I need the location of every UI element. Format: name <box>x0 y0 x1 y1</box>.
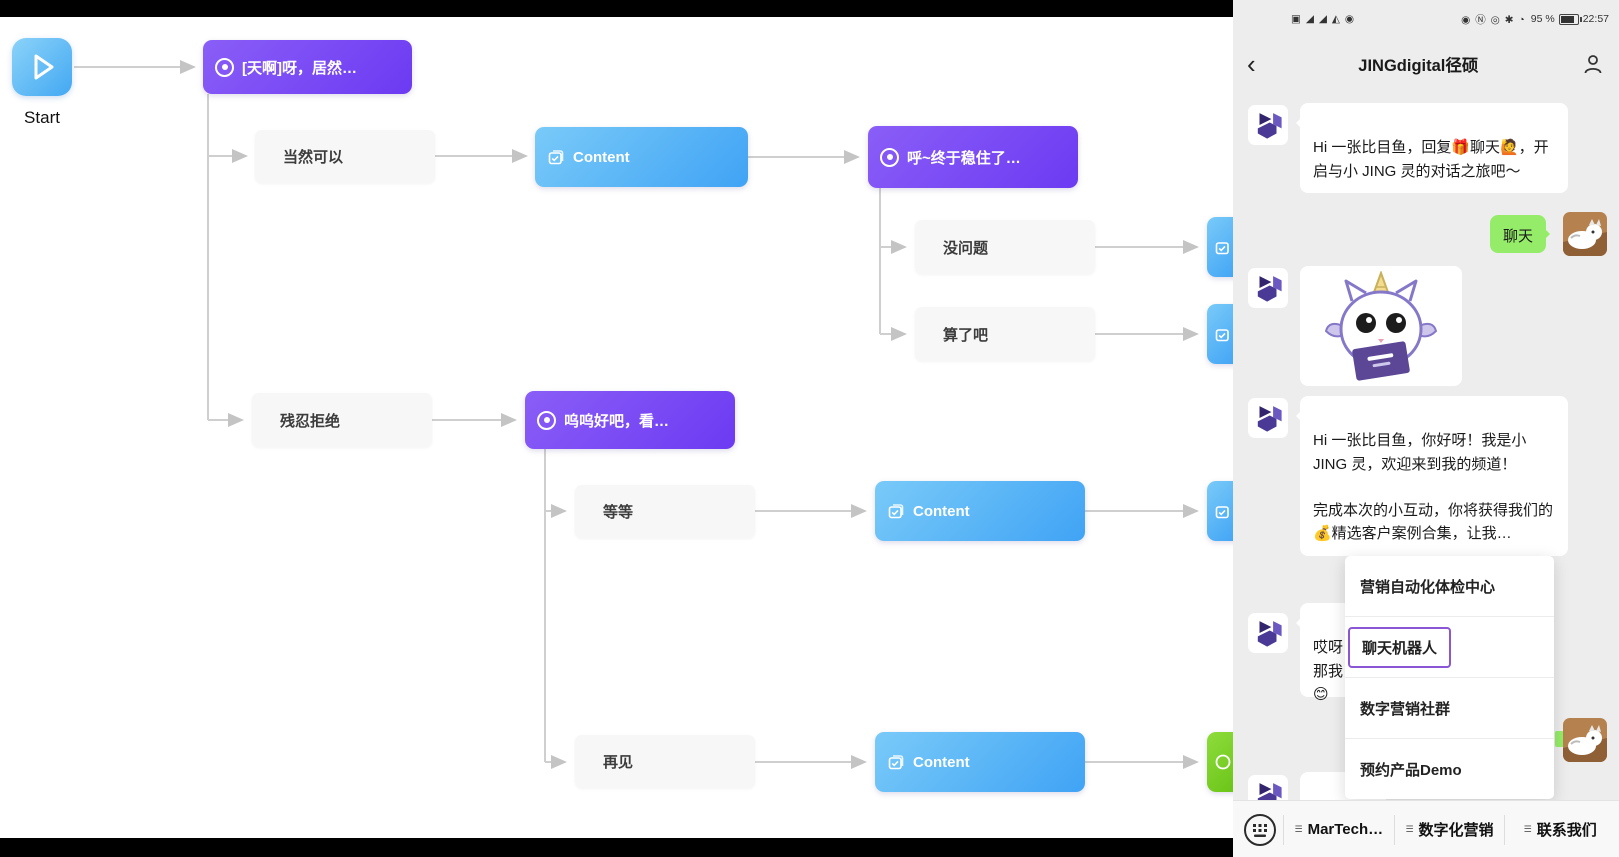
branch-bye-label: 再见 <box>603 754 634 771</box>
toolbar-menu-label: 数字化营销 <box>1418 822 1494 839</box>
start-node[interactable] <box>12 38 72 96</box>
branch-reject[interactable]: 残忍拒绝 <box>252 393 432 447</box>
message-node-3[interactable]: 呜呜好吧，看… <box>525 391 735 449</box>
toolbar-menu-label: MarTech… <box>1307 821 1384 838</box>
message-node-1-label: [天啊]呀，居然… <box>242 59 357 77</box>
jingdigital-logo-icon <box>1257 621 1282 647</box>
popup-item-chatbot-selected[interactable]: 聊天机器人 <box>1345 617 1554 678</box>
bot-message-3-text: 哎呀 那我 😊 <box>1313 639 1344 703</box>
branch-forget[interactable]: 算了吧 <box>915 307 1095 361</box>
chat-bottom-toolbar: ☰ MarTech… ☰ 数字化营销 ☰ 联系我们 <box>1233 800 1619 857</box>
user-message-2-bubble-edge <box>1555 731 1564 747</box>
content-node-1[interactable]: Content <box>535 127 748 187</box>
branch-noproblem[interactable]: 没问题 <box>915 220 1095 274</box>
wechat-preview-panel: ▣ ◢ ◢ ◭ ◉ ◉ Ⓝ ◎ ✱ ◔ 95 % 22:57 ‹ JINGdig… <box>1233 0 1619 857</box>
jingdigital-logo-icon <box>1257 113 1282 139</box>
content-node-4[interactable]: Content <box>875 732 1085 792</box>
bot-avatar[interactable] <box>1248 613 1288 653</box>
flow-canvas[interactable]: Start [天啊]呀，居然… 当然可以 Content 呼~终于稳住了… 没问… <box>0 0 1240 857</box>
status-bar: ▣ ◢ ◢ ◭ ◉ ◉ Ⓝ ◎ ✱ ◔ 95 % 22:57 <box>1233 0 1619 38</box>
branch-reject-label: 残忍拒绝 <box>280 412 341 430</box>
bot-message-2-text: Hi 一张比目鱼，你好呀！我是小 JING 灵，欢迎来到我的频道！ 完成本次的小… <box>1313 432 1554 543</box>
unicorn-mascot-icon <box>1324 271 1438 381</box>
popup-item-label: 营销自动化体检中心 <box>1360 578 1496 596</box>
user-message-1-text: 聊天 <box>1503 228 1534 245</box>
popup-item-digital-marketing-community[interactable]: 数字营销社群 <box>1345 678 1554 739</box>
start-node-label: Start <box>24 108 60 127</box>
bot-message-1-text: Hi 一张比目鱼，回复🎁聊天🙋，开启与小 JING 灵的对话之旅吧～ <box>1313 139 1549 180</box>
status-time: 22:57 <box>1582 13 1609 25</box>
contact-profile-button[interactable] <box>1567 52 1619 76</box>
battery-icon <box>1558 13 1582 25</box>
back-button[interactable]: ‹ <box>1247 49 1256 79</box>
menu-lines-icon: ☰ <box>1294 824 1303 834</box>
bot-message-2[interactable]: Hi 一张比目鱼，你好呀！我是小 JING 灵，欢迎来到我的频道！ 完成本次的小… <box>1296 396 1568 556</box>
bot-avatar[interactable] <box>1248 268 1288 308</box>
branch-bye[interactable]: 再见 <box>575 735 755 788</box>
popup-item-label: 数字营销社群 <box>1360 700 1451 718</box>
popup-item-marketing-automation[interactable]: 营销自动化体检中心 <box>1345 556 1554 617</box>
branch-forget-label: 算了吧 <box>943 326 989 344</box>
menu-lines-icon: ☰ <box>1405 824 1414 834</box>
toolbar-menu-label: 联系我们 <box>1536 822 1597 839</box>
quick-reply-popup-menu: 营销自动化体检中心 聊天机器人 数字营销社群 预约产品Demo <box>1345 556 1554 799</box>
cat-photo-icon <box>1563 212 1607 256</box>
content-node-3[interactable]: Content <box>875 481 1085 541</box>
person-icon <box>1584 55 1602 74</box>
user-message-1[interactable]: 聊天 <box>1490 215 1551 253</box>
popup-item-book-demo[interactable]: 预约产品Demo <box>1345 739 1554 799</box>
message-target-icon <box>537 410 556 430</box>
bot-message-1[interactable]: Hi 一张比目鱼，回复🎁聊天🙋，开启与小 JING 灵的对话之旅吧～ <box>1296 103 1568 193</box>
cat-photo-icon <box>1563 718 1607 762</box>
branch-wait[interactable]: 等等 <box>575 485 755 538</box>
message-node-2[interactable]: 呼~终于稳住了… <box>868 126 1078 188</box>
message-target-icon <box>215 57 234 77</box>
jingdigital-logo-icon <box>1257 276 1282 302</box>
message-target-icon <box>880 147 899 167</box>
popup-item-label: 预约产品Demo <box>1360 761 1462 779</box>
message-node-2-label: 呼~终于稳住了… <box>907 149 1021 167</box>
content-icon <box>1215 506 1229 519</box>
content-node-1-label: Content <box>573 148 630 166</box>
branch-accept-label: 当然可以 <box>283 149 344 166</box>
message-node-3-label: 呜呜好吧，看… <box>564 412 670 430</box>
content-node-4-label: Content <box>913 753 970 771</box>
branch-accept[interactable]: 当然可以 <box>255 130 435 183</box>
content-icon <box>888 755 904 770</box>
content-icon <box>888 504 904 519</box>
bot-avatar[interactable] <box>1248 398 1288 438</box>
branch-noproblem-label: 没问题 <box>943 239 989 257</box>
chat-header: ‹ JINGdigital径硕 <box>1233 38 1619 90</box>
action-icon <box>1215 754 1231 770</box>
user-avatar[interactable] <box>1563 212 1607 256</box>
bot-image-message-unicorn-mascot[interactable] <box>1300 266 1462 386</box>
keyboard-toggle-button[interactable] <box>1242 812 1278 848</box>
bottom-letterbox-bar <box>0 838 1233 857</box>
toolbar-menu-contact-us[interactable]: ☰ 联系我们 <box>1504 814 1615 845</box>
jingdigital-logo-icon <box>1257 406 1282 432</box>
status-left-icons: ▣ ◢ ◢ ◭ ◉ <box>1291 13 1355 25</box>
toolbar-menu-martech[interactable]: ☰ MarTech… <box>1283 814 1394 845</box>
status-right-icons: ◉ Ⓝ ◎ ✱ ◔ <box>1461 13 1526 26</box>
battery-percent: 95 % <box>1530 13 1555 25</box>
branch-wait-label: 等等 <box>603 504 634 521</box>
menu-lines-icon: ☰ <box>1523 824 1532 834</box>
keyboard-icon <box>1244 813 1276 846</box>
play-icon <box>34 54 54 80</box>
user-avatar[interactable] <box>1563 718 1607 762</box>
popup-item-label-highlighted: 聊天机器人 <box>1348 626 1452 668</box>
chat-title: JINGdigital径硕 <box>1358 57 1479 75</box>
content-icon <box>548 150 564 165</box>
content-icon <box>1215 242 1229 255</box>
top-letterbox-bar <box>0 0 1233 17</box>
bot-avatar[interactable] <box>1248 105 1288 145</box>
message-node-1[interactable]: [天啊]呀，居然… <box>203 40 412 94</box>
content-icon <box>1215 329 1229 342</box>
toolbar-menu-digital-marketing[interactable]: ☰ 数字化营销 <box>1393 814 1505 845</box>
content-node-3-label: Content <box>913 502 970 520</box>
